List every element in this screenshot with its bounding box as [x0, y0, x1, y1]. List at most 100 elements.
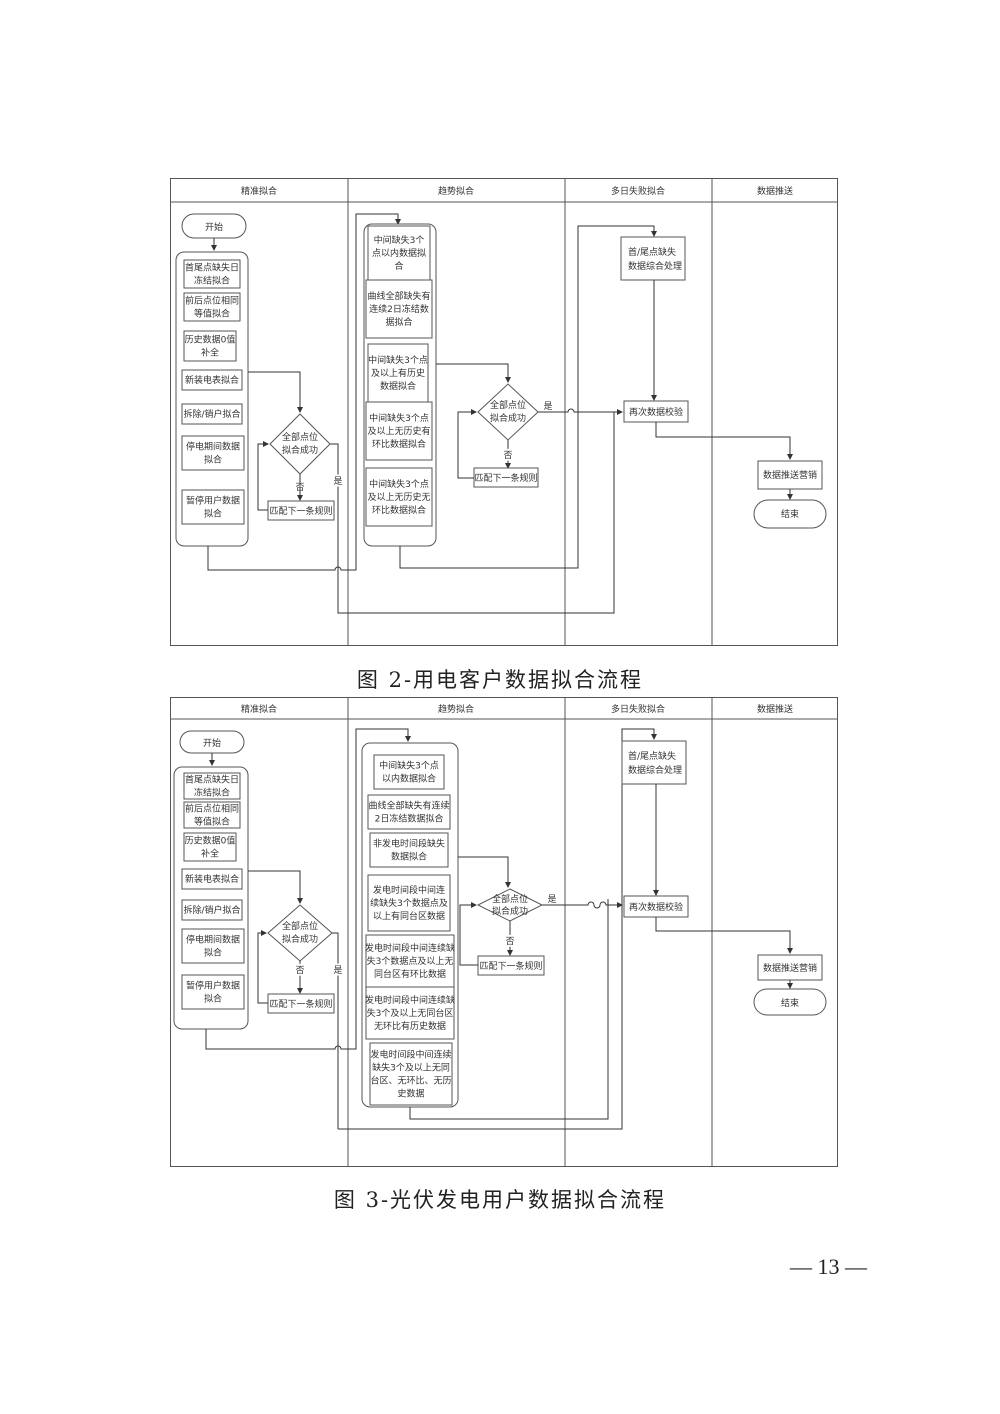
process-step-box [373, 754, 445, 790]
process-step-label: 补全 [201, 347, 219, 359]
decision-label: 全部点位 [492, 893, 528, 905]
process-step-label: 及以上无历史无 [367, 491, 430, 503]
process-step-label: 拟合 [204, 508, 222, 520]
process-step-label: 中间缺失3个点 [368, 354, 428, 366]
process-step-label: 新装电表拟合 [185, 873, 239, 885]
lane-header-precise: 精准拟合 [241, 703, 277, 715]
process-step-label: 环比数据拟合 [372, 438, 426, 450]
push-box [757, 954, 823, 981]
process-step-label: 冻结拟合 [194, 275, 230, 287]
figure-2-flowchart: 精准拟合 趋势拟合 多日失败拟合 数据推送 开始 首尾点缺失日冻结拟合前后点位相… [170, 178, 838, 650]
process-step-label: 失3个数据点及以上无 [367, 955, 454, 967]
multi-day-process-box [620, 236, 686, 281]
process-step-label: 台区、无环比、无历 [370, 1075, 451, 1087]
push-label: 数据推送营销 [763, 469, 817, 481]
process-step-label: 同台区有环比数据 [374, 968, 446, 980]
process-step-label: 中间缺失3个点 [369, 412, 429, 424]
process-step-label: 史数据 [397, 1088, 424, 1100]
process-step-label: 曲线全部缺失有连续 [368, 800, 449, 812]
process-step-label: 历史数据0值 [185, 334, 236, 346]
no-label: 否 [503, 450, 512, 461]
process-step-label: 新装电表拟合 [185, 374, 239, 386]
end-label: 结束 [781, 997, 799, 1009]
process-step-label: 拟合 [204, 947, 222, 959]
yes-label: 是 [333, 476, 342, 487]
process-step-label: 发电时间段中间连续缺 [365, 994, 455, 1006]
process-step-box [181, 974, 245, 1010]
process-step-label: 中间缺失3个 [374, 234, 425, 246]
process-step-box [365, 401, 433, 461]
process-step-label: 及以上有历史 [371, 367, 425, 379]
process-step-label: 以内数据拟合 [382, 773, 436, 785]
figure-3-caption: 图 3-光伏发电用户数据拟合流程 [333, 1188, 667, 1212]
process-step-label: 发电时间段中间连续 [370, 1049, 451, 1061]
process-step-label: 停电期间数据 [186, 934, 240, 946]
process-step-label: 2日冻结数据拟合 [375, 813, 444, 825]
process-step-box [369, 832, 449, 868]
process-step-box [367, 343, 429, 403]
no-label: 否 [295, 965, 304, 976]
process-step-box [365, 986, 455, 1040]
lane-header-multiday: 多日失败拟合 [611, 185, 665, 197]
decision-label: 拟合成功 [492, 905, 528, 917]
end-terminator [753, 988, 827, 1016]
lane-header-trend: 趋势拟合 [438, 185, 474, 197]
process-step-label: 历史数据0值 [185, 835, 236, 847]
process-step-label: 缺失3个及以上无同 [372, 1062, 450, 1074]
no-label: 否 [505, 936, 514, 947]
next-rule-label: 匹配下一条规则 [269, 998, 332, 1010]
push-label: 数据推送营销 [763, 962, 817, 974]
process-step-box [181, 369, 243, 391]
lane-header-trend: 趋势拟合 [438, 703, 474, 715]
precise-fit-group [175, 251, 249, 547]
lane-header-push: 数据推送 [757, 185, 793, 197]
decision-label: 全部点位 [282, 920, 318, 932]
process-step-box [181, 868, 243, 890]
process-step-label: 拟合 [204, 993, 222, 1005]
multi-day-process-box [621, 740, 687, 785]
start-label: 开始 [205, 221, 223, 233]
process-step-box [183, 330, 237, 362]
process-step-label: 数据拟合 [391, 851, 427, 863]
process-step-box [183, 292, 241, 322]
next-rule-label: 匹配下一条规则 [474, 472, 537, 484]
process-step-box [183, 772, 241, 800]
decision-label: 拟合成功 [282, 933, 318, 945]
process-step-box [181, 928, 245, 964]
process-step-box [367, 874, 451, 932]
process-step-label: 补全 [201, 848, 219, 860]
process-step-box [181, 403, 243, 425]
lane-header-multiday: 多日失败拟合 [611, 703, 665, 715]
process-step-box [365, 467, 433, 527]
process-step-label: 冻结拟合 [194, 787, 230, 799]
process-step-box [181, 489, 245, 525]
process-step-label: 停电期间数据 [186, 441, 240, 453]
process-step-label: 曲线全部缺失有 [367, 290, 430, 302]
process-step-label: 以上有同台区数据 [373, 910, 445, 922]
process-step-label: 连续2日冻结数 [369, 303, 429, 315]
yes-label: 是 [333, 965, 342, 976]
recheck-label: 再次数据校验 [629, 406, 683, 418]
process-step-label: 拆除/销户拟合 [183, 904, 240, 916]
multi-day-label: 首/尾点缺失 [628, 750, 676, 762]
process-step-box [365, 934, 455, 988]
process-step-label: 据拟合 [385, 316, 412, 328]
process-step-label: 前后点位相同 [185, 295, 239, 307]
process-step-box [369, 1042, 453, 1106]
figure-3-flowchart: 精准拟合 趋势拟合 多日失败拟合 数据推送 开始 首尾点缺失日冻结拟合前后点位相… [170, 697, 838, 1171]
multi-day-label: 数据综合处理 [628, 764, 682, 776]
no-label: 否 [295, 482, 304, 493]
process-step-label: 环比数据拟合 [372, 504, 426, 516]
process-step-label: 首尾点缺失日 [185, 774, 239, 786]
push-box [757, 460, 823, 490]
process-step-label: 等值拟合 [194, 308, 230, 320]
process-step-label: 暂停用户数据 [186, 980, 240, 992]
process-step-label: 合 [394, 260, 403, 272]
next-rule-label: 匹配下一条规则 [479, 960, 542, 972]
decision-label: 拟合成功 [490, 412, 526, 424]
multi-day-label: 数据综合处理 [628, 260, 682, 272]
process-step-label: 拆除/销户拟合 [183, 408, 240, 420]
process-step-label: 续缺失3个数据点及 [370, 897, 448, 909]
no-label: 否 [295, 482, 304, 493]
process-step-label: 中间缺失3个点 [369, 478, 429, 490]
